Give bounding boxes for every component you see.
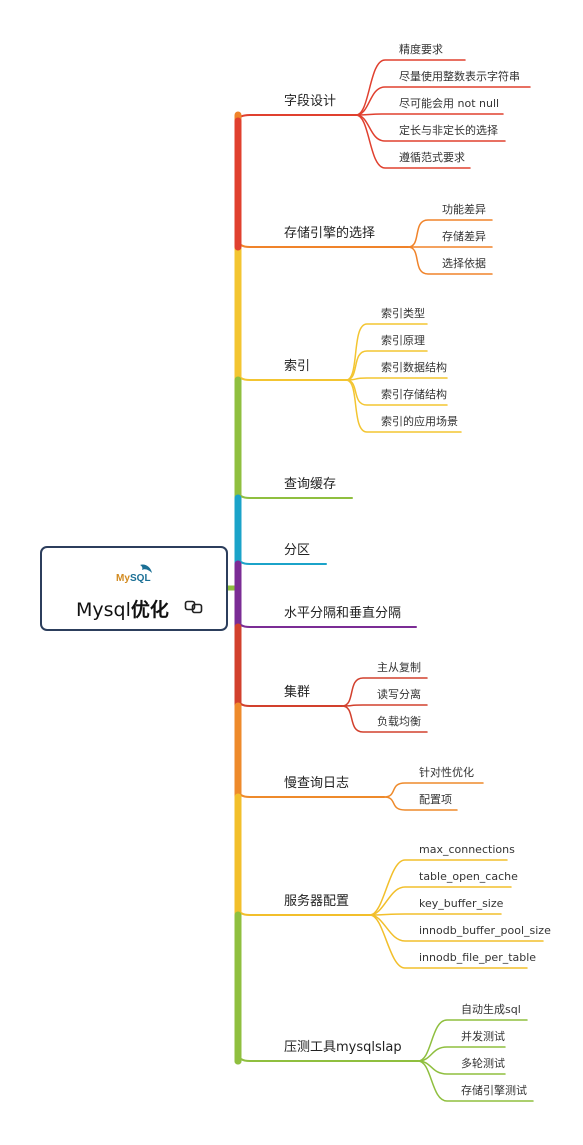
mysql-dolphin-logo: My SQL — [116, 564, 152, 584]
branch-line — [237, 555, 327, 565]
root-title-bold: 优化 — [130, 599, 169, 621]
child-label[interactable]: 并发测试 — [461, 1030, 505, 1043]
root-title-prefix: Mysql — [76, 599, 131, 621]
link-icon[interactable] — [184, 599, 204, 615]
dolphin-shape — [140, 564, 152, 573]
child-label[interactable]: 选择依据 — [442, 257, 486, 270]
child-label[interactable]: innodb_buffer_pool_size — [419, 924, 551, 937]
child-label[interactable]: 索引类型 — [381, 307, 425, 320]
child-line — [407, 219, 493, 248]
branch-line — [237, 114, 357, 122]
branch-label[interactable]: 水平分隔和垂直分隔 — [284, 606, 402, 621]
child-label[interactable]: 读写分离 — [377, 688, 421, 701]
child-line — [383, 782, 484, 798]
branch-label[interactable]: 服务器配置 — [284, 894, 350, 909]
root-title: Mysql优化 — [76, 595, 169, 622]
child-label[interactable]: key_buffer_size — [419, 897, 504, 910]
child-label[interactable]: 遵循范式要求 — [399, 151, 465, 164]
child-line — [355, 59, 466, 116]
child-line — [345, 350, 428, 381]
child-label[interactable]: 针对性优化 — [419, 766, 474, 779]
branch-line — [237, 788, 385, 798]
child-label[interactable]: 索引的应用场景 — [381, 415, 458, 428]
child-line — [417, 1019, 528, 1062]
child-label[interactable]: 自动生成sql — [461, 1003, 521, 1016]
branch-line — [237, 489, 353, 499]
branch-line — [237, 906, 371, 916]
child-label[interactable]: 功能差异 — [442, 203, 486, 216]
child-line — [355, 113, 504, 116]
logo-my-text: My — [116, 573, 130, 584]
child-label[interactable]: 精度要求 — [399, 43, 443, 56]
child-label[interactable]: 存储引擎测试 — [461, 1084, 527, 1097]
child-label[interactable]: innodb_file_per_table — [419, 951, 537, 964]
branch-line — [237, 371, 347, 381]
branch-label[interactable]: 慢查询日志 — [284, 776, 350, 791]
child-label[interactable]: 索引原理 — [381, 334, 425, 347]
child-line — [341, 704, 428, 707]
child-line — [369, 886, 512, 916]
child-label[interactable]: 配置项 — [419, 793, 452, 806]
branch-label[interactable]: 字段设计 — [284, 94, 337, 109]
branch-label[interactable]: 存储引擎的选择 — [284, 226, 376, 241]
branch-label[interactable]: 分区 — [284, 543, 311, 558]
child-line — [355, 86, 531, 116]
child-line — [417, 1046, 506, 1062]
child-line — [355, 114, 471, 169]
child-label[interactable]: 主从复制 — [377, 661, 421, 674]
logo-sql-text: SQL — [130, 573, 151, 584]
child-line — [383, 796, 458, 811]
child-line — [341, 677, 428, 707]
child-line — [345, 323, 428, 381]
branch-label[interactable]: 查询缓存 — [284, 477, 337, 492]
root-node[interactable]: My SQL Mysql优化 — [40, 546, 228, 631]
child-line — [369, 859, 508, 916]
branch-label[interactable]: 索引 — [284, 359, 311, 374]
child-label[interactable]: 定长与非定长的选择 — [399, 124, 498, 137]
child-label[interactable]: 索引数据结构 — [381, 361, 447, 374]
child-label[interactable]: 索引存储结构 — [381, 388, 447, 401]
branch-label[interactable]: 压测工具mysqlslap — [284, 1040, 402, 1055]
branch-line — [237, 697, 343, 707]
child-line — [345, 379, 462, 433]
child-label[interactable]: table_open_cache — [419, 870, 518, 883]
child-label[interactable]: max_connections — [419, 843, 515, 856]
branch-label[interactable]: 集群 — [284, 685, 311, 700]
branch-line — [237, 618, 417, 628]
child-label[interactable]: 多轮测试 — [461, 1057, 505, 1070]
child-line — [369, 913, 502, 916]
child-label[interactable]: 尽可能会用 not null — [399, 97, 500, 110]
child-line — [417, 1060, 534, 1102]
child-label[interactable]: 负载均衡 — [377, 715, 421, 728]
child-line — [345, 377, 448, 381]
child-line — [407, 246, 493, 275]
child-label[interactable]: 尽量使用整数表示字符串 — [399, 70, 520, 83]
child-label[interactable]: 存储差异 — [442, 230, 486, 243]
child-line — [341, 705, 428, 733]
child-line — [369, 914, 528, 969]
